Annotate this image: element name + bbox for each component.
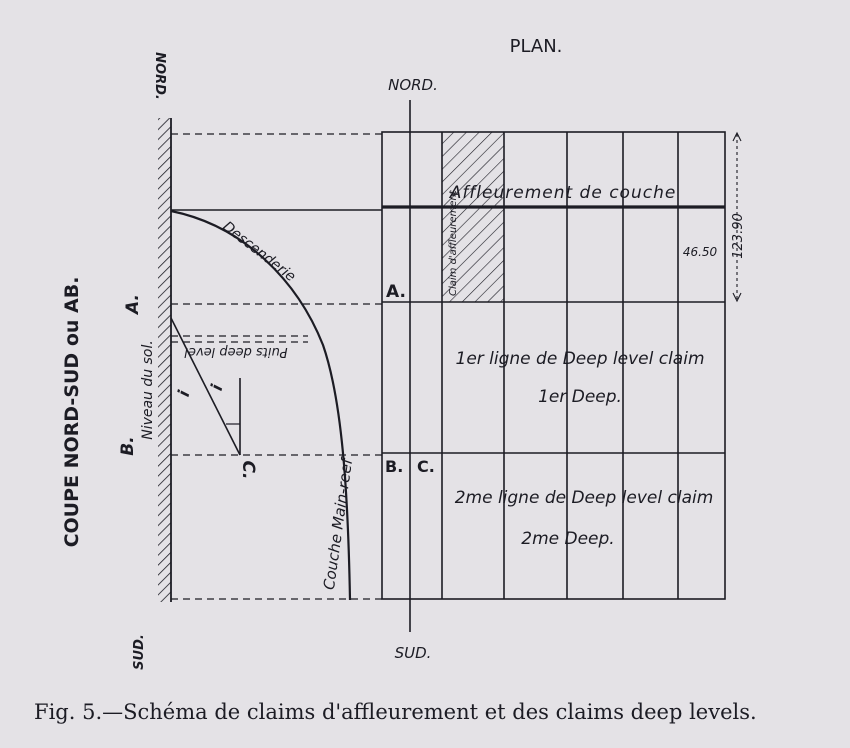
second-deep-label: 2me Deep. xyxy=(521,529,614,549)
plan-title: PLAN. xyxy=(510,36,563,57)
section-nord-label: NORD. xyxy=(152,52,167,100)
section-point-c: C. xyxy=(238,461,258,480)
figure-caption: Fig. 5.—Schéma de claims d'affleurement … xyxy=(34,700,757,724)
shaft-label: Puits deep level xyxy=(184,344,288,359)
angle-i-right: i xyxy=(207,382,227,393)
dimension-small: 46.50 xyxy=(683,245,718,259)
ground-hatch xyxy=(158,118,171,602)
section-point-b: B. xyxy=(118,436,138,455)
section: COUPE NORD-SUD ou AB. NORD. SUD. Niveau … xyxy=(61,52,382,670)
incline-label: Descenderie xyxy=(220,219,299,286)
section-sud-label: SUD. xyxy=(132,634,147,670)
plan-point-c: C. xyxy=(417,457,435,476)
section-point-a: A. xyxy=(123,294,143,316)
surface-claim-label: Claim d'affleurement xyxy=(448,189,459,296)
first-deep-line-label: 1er ligne de Deep level claim xyxy=(456,349,705,369)
ground-level-label: Niveau du sol. xyxy=(140,340,156,440)
outcrop-label: Affleurement de couche xyxy=(449,183,677,203)
plan-point-b: B. xyxy=(385,457,403,476)
plan-sud-label: SUD. xyxy=(395,644,432,662)
plan-point-a: A. xyxy=(386,282,406,302)
incline-line xyxy=(170,317,241,456)
plan-frame xyxy=(381,131,726,600)
plan: PLAN. NORD. SUD. Affleurement de couche … xyxy=(381,36,746,662)
dimension-large: 123.90 xyxy=(731,213,746,259)
plan-nord-label: NORD. xyxy=(388,76,438,94)
reef-curve xyxy=(170,209,352,601)
reef-label: Couche Main-reef xyxy=(320,455,357,591)
angle-i-left: i xyxy=(174,388,194,399)
second-deep-line-label: 2me ligne de Deep level claim xyxy=(455,488,714,508)
first-deep-label: 1er Deep. xyxy=(538,387,622,407)
projection-lines xyxy=(171,133,382,600)
dimension-line xyxy=(732,131,742,303)
surface-claim-hatch xyxy=(442,132,504,302)
section-title: COUPE NORD-SUD ou AB. xyxy=(61,277,83,548)
plan-grid xyxy=(381,100,726,632)
